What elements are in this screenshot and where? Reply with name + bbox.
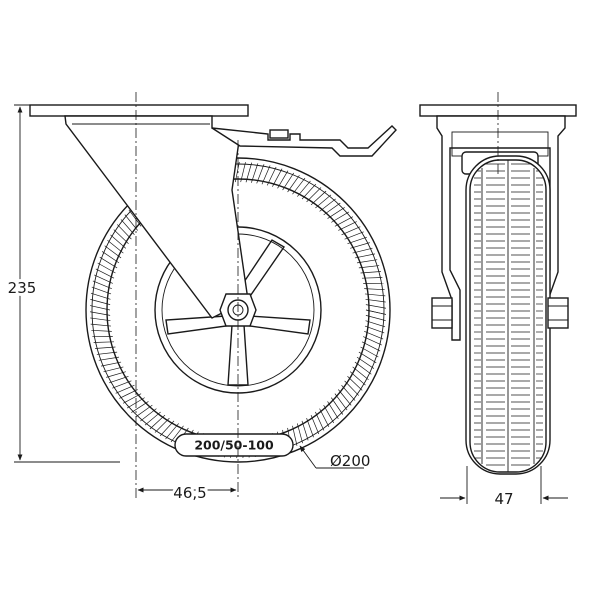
side-nut (547, 297, 569, 329)
height-dimension: 235 (5, 104, 120, 463)
width-value: 47 (494, 490, 513, 508)
diameter-dimension: Ø200 (299, 445, 370, 470)
diameter-value: Ø200 (330, 452, 370, 470)
side-fork (436, 115, 566, 341)
side-tread-pattern (474, 163, 543, 466)
brake-lever (211, 125, 397, 157)
brake-pivot (269, 129, 289, 139)
width-dimension: 47 (440, 466, 568, 508)
front-view: 200/50-100 (29, 92, 397, 498)
offset-dimension: 46,5 (137, 481, 237, 505)
height-value: 235 (8, 279, 37, 297)
offset-value: 46,5 (173, 484, 206, 502)
side-view (419, 92, 577, 475)
tire-marking-label (174, 433, 294, 457)
side-bolt-head (431, 297, 453, 329)
fork-leg (64, 115, 249, 319)
tire-marking-text: 200/50-100 (194, 438, 274, 453)
top-plate (29, 104, 249, 117)
